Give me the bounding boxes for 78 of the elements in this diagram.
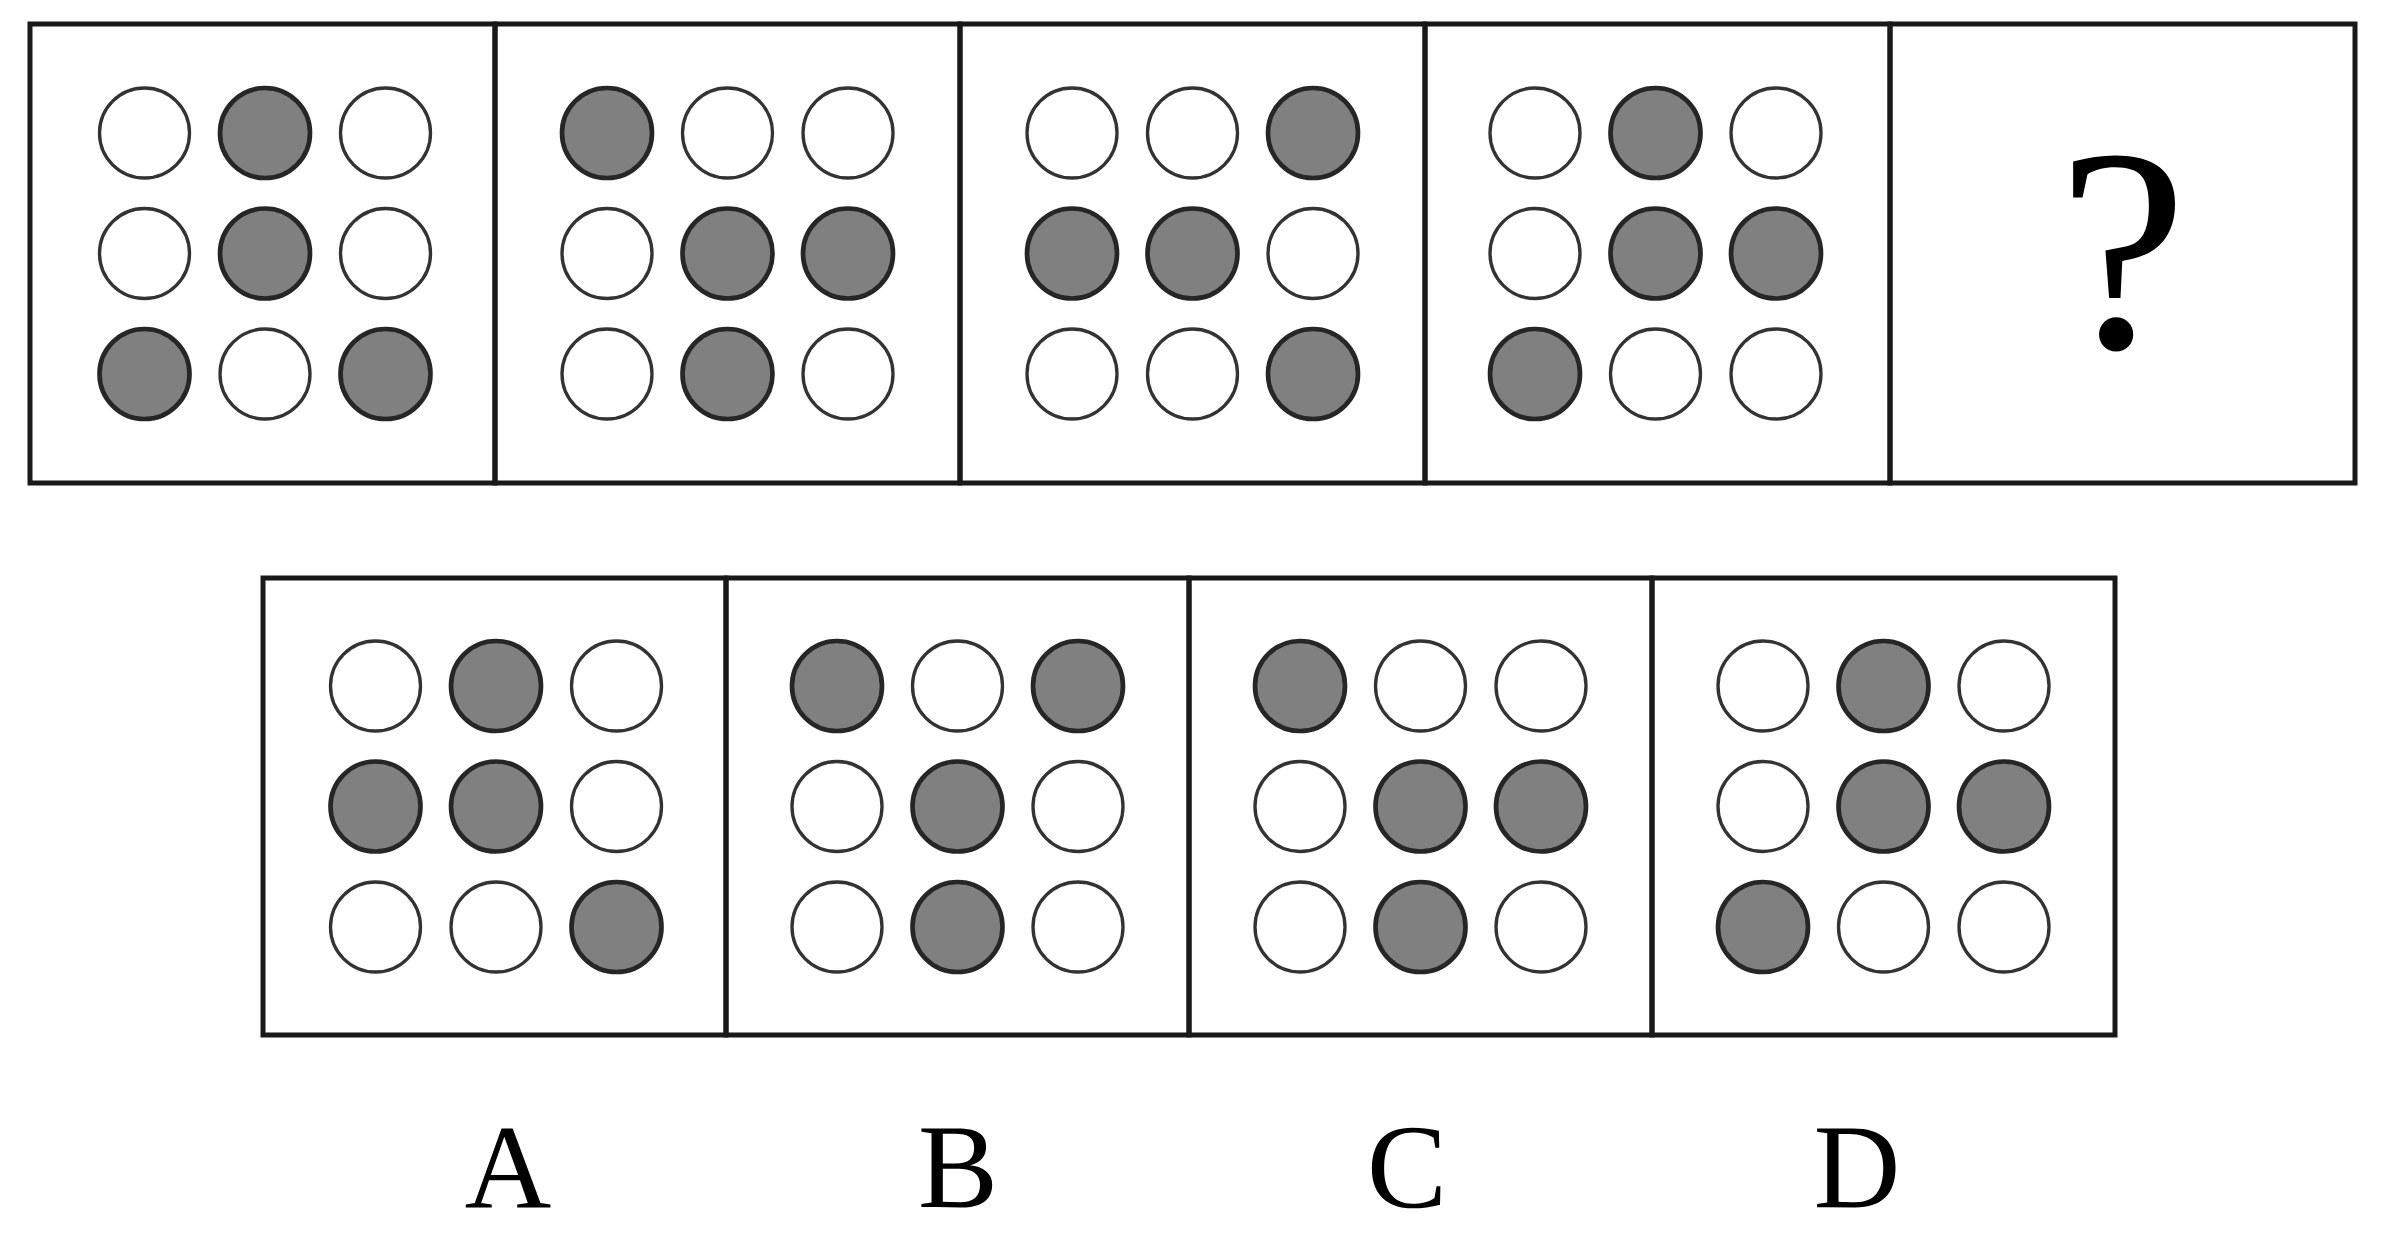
hollow-circle (328, 880, 423, 974)
hollow-circle (328, 639, 423, 733)
hollow-circle (801, 86, 895, 180)
hollow-circle (1608, 327, 1703, 421)
filled-circle (1493, 759, 1589, 854)
filled-circle (448, 759, 544, 854)
hollow-circle (1957, 880, 2051, 974)
filled-circle (1608, 85, 1703, 181)
hollow-circle (1031, 759, 1125, 854)
option-letter: A (465, 1128, 551, 1208)
filled-circle (338, 326, 433, 422)
hollow-circle (1145, 86, 1240, 180)
filled-circle (1252, 638, 1348, 734)
hollow-circle (1716, 759, 1810, 854)
filled-circle (1715, 879, 1811, 975)
hollow-circle (1025, 327, 1119, 421)
hollow-circle (910, 639, 1005, 733)
filled-circle (1373, 759, 1468, 854)
hollow-circle (1488, 86, 1582, 180)
figure-panel (1649, 575, 2118, 1038)
filled-circle (1487, 326, 1583, 422)
hollow-circle (1836, 880, 1931, 974)
filled-circle (680, 206, 775, 301)
hollow-circle (1145, 327, 1240, 421)
filled-circle (680, 326, 775, 422)
filled-circle (1836, 638, 1931, 734)
hollow-circle (1729, 327, 1823, 421)
hollow-circle (338, 206, 433, 301)
option-letter: B (921, 1128, 993, 1208)
hollow-circle (338, 86, 433, 180)
filled-circle (1956, 759, 2052, 854)
hollow-circle (790, 880, 884, 974)
hollow-circle (1031, 880, 1125, 974)
hollow-circle (97, 86, 192, 180)
filled-circle (1728, 206, 1824, 301)
filled-circle (910, 759, 1005, 854)
filled-circle (800, 206, 896, 301)
hollow-circle (1716, 639, 1810, 733)
filled-circle (1265, 326, 1361, 422)
hollow-circle (801, 327, 895, 421)
filled-circle (1373, 879, 1468, 975)
filled-circle (789, 638, 885, 734)
filled-circle (1024, 206, 1120, 301)
filled-circle (569, 879, 664, 975)
filled-circle (910, 879, 1005, 975)
filled-circle (448, 638, 544, 734)
filled-circle (1145, 206, 1240, 301)
hollow-circle (1253, 759, 1347, 854)
filled-circle (97, 326, 192, 422)
hollow-circle (790, 759, 884, 854)
filled-circle (1836, 759, 1931, 854)
hollow-circle (1266, 206, 1360, 301)
hollow-circle (1373, 639, 1468, 733)
question-mark-panel: ? (1887, 21, 2358, 486)
filled-circle (1608, 206, 1703, 301)
hollow-circle (1729, 86, 1823, 180)
hollow-circle (680, 86, 775, 180)
filled-circle (1265, 85, 1361, 181)
hollow-circle (1494, 880, 1588, 974)
filled-circle (1030, 638, 1126, 734)
filled-circle (328, 759, 423, 854)
hollow-circle (1957, 639, 2051, 733)
hollow-circle (560, 206, 654, 301)
hollow-circle (569, 639, 664, 733)
filled-circle (559, 85, 655, 181)
hollow-circle (1494, 639, 1588, 733)
option-letter: D (1817, 1128, 1896, 1208)
hollow-circle (97, 206, 192, 301)
hollow-circle (1253, 880, 1347, 974)
hollow-circle (560, 327, 654, 421)
hollow-circle (569, 759, 664, 854)
filled-circle (217, 85, 313, 181)
hollow-circle (1488, 206, 1582, 301)
hollow-circle (218, 327, 312, 421)
filled-circle (217, 206, 313, 301)
hollow-circle (1025, 86, 1119, 180)
hollow-circle (449, 880, 543, 974)
option-letter: C (1371, 1127, 1441, 1209)
